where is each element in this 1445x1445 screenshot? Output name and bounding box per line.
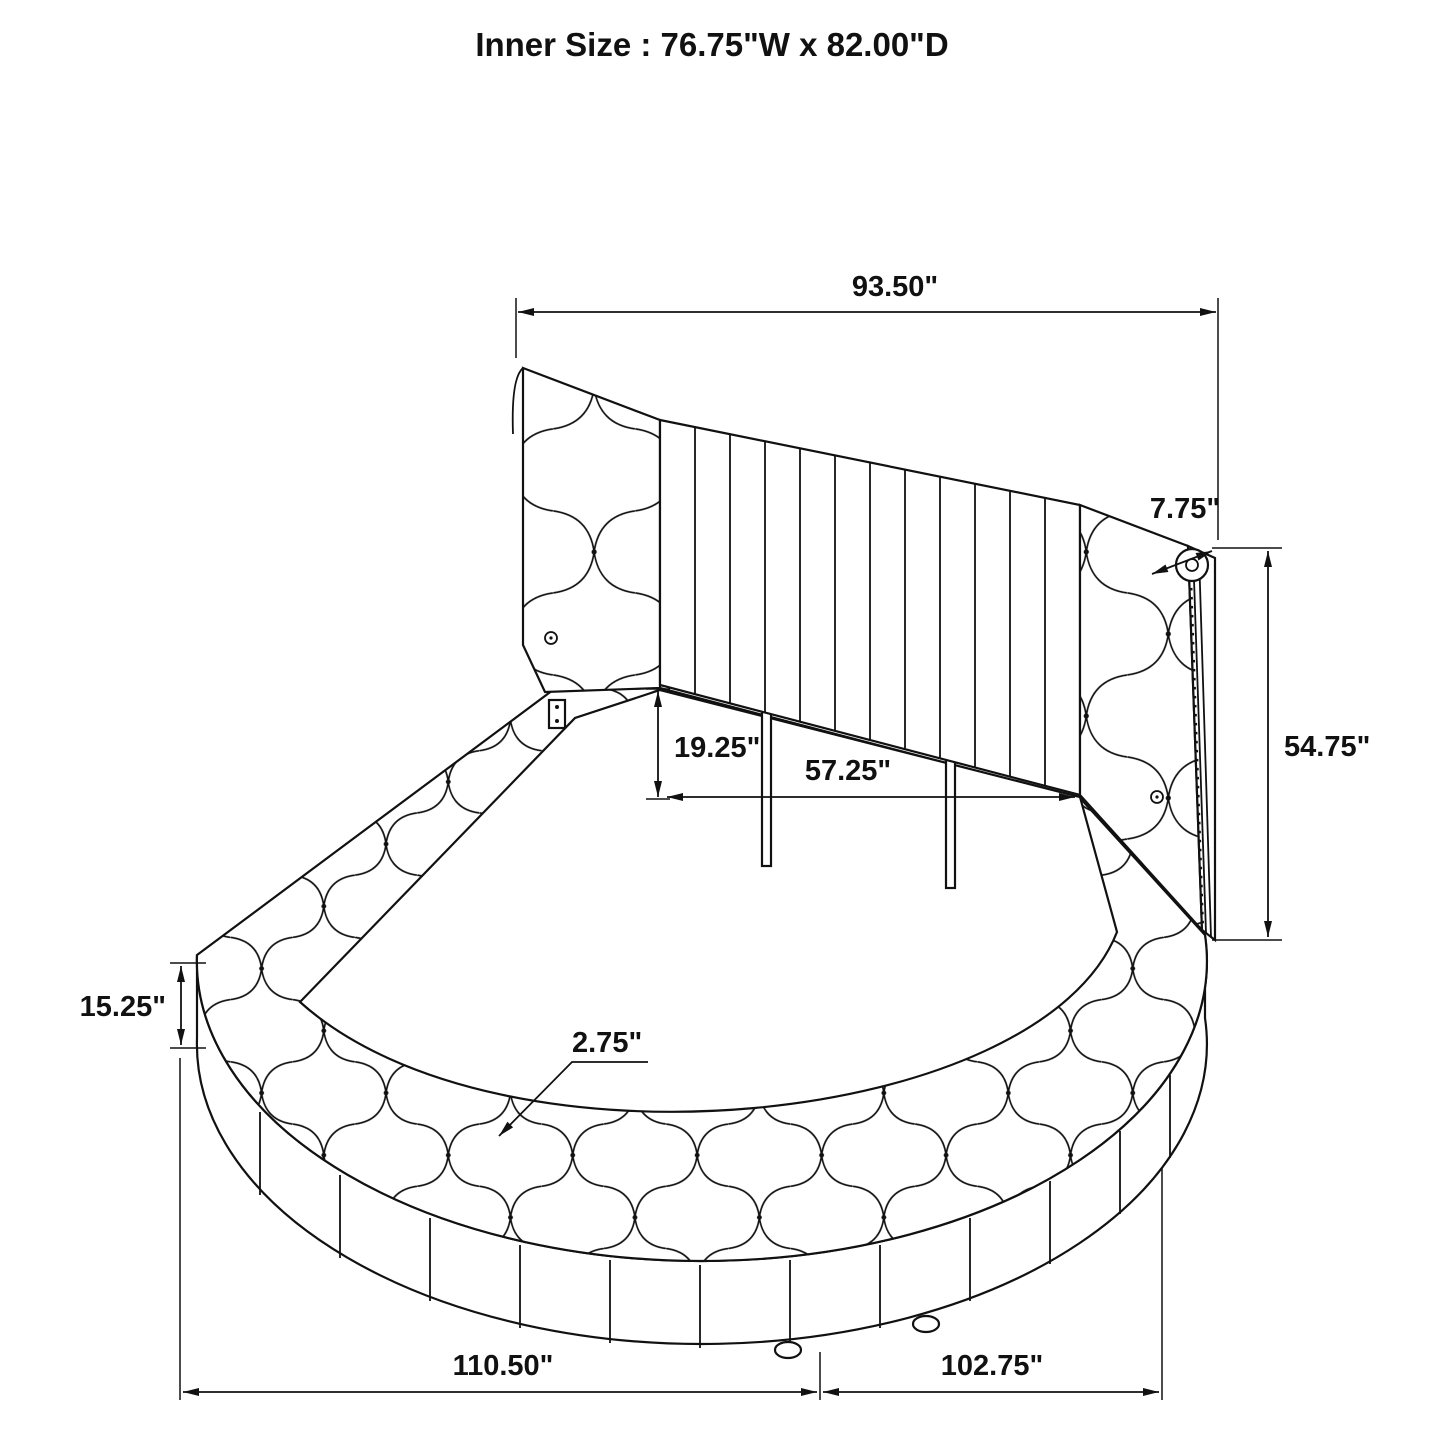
bed-drawing (195, 366, 1217, 1360)
left-wing-button-dot (549, 636, 553, 640)
headboard-left-wing (521, 366, 662, 694)
headboard-channel-seams (694, 427, 1046, 786)
base-rim-panel-lines (259, 1075, 1171, 1348)
right-wing-button (1150, 790, 1164, 804)
bracket-screw-top (555, 705, 559, 709)
top-width-extension-lines (515, 298, 1219, 540)
bed-foot-left (773, 1340, 803, 1360)
headboard-leg-left (760, 708, 773, 868)
left-wing-button (544, 631, 558, 645)
headboard-height-extension-lines (1212, 547, 1282, 941)
bottom-extension-lines (179, 1058, 1163, 1400)
left-width-label: 110.50" (453, 1350, 554, 1382)
headboard-leg-right (944, 758, 957, 890)
inner-width-label: 57.25" (805, 755, 891, 787)
rail-height-ticks (170, 962, 206, 1049)
right-wing-button-dot (1155, 795, 1159, 799)
headboard-height-label: 54.75" (1284, 731, 1370, 763)
cushion-thickness-leader (498, 1061, 648, 1137)
clearance-label: 19.25" (674, 732, 760, 764)
dimension-annotations: 93.50" 7.75" 54.75" 19.25" 57.25" 15.25"… (80, 271, 1370, 1400)
clearance-ticks (646, 688, 670, 800)
roll-thickness-dimension-line (1151, 550, 1213, 575)
diagram-title: Inner Size : 76.75"W x 82.00"D (475, 26, 948, 63)
roll-thickness-label: 7.75" (1150, 493, 1220, 525)
bed-foot-right (911, 1314, 941, 1334)
top-width-label: 93.50" (852, 271, 938, 303)
bracket-screw-bottom (555, 719, 559, 723)
rolled-edge-piping (1192, 549, 1212, 938)
headboard-left-edge-curl (511, 367, 524, 435)
rail-height-label: 15.25" (80, 991, 166, 1023)
nailhead-trim (1188, 551, 1205, 932)
right-width-label: 102.75" (941, 1350, 1043, 1382)
cushion-thickness-label: 2.75" (572, 1027, 642, 1059)
mounting-bracket (547, 698, 567, 730)
